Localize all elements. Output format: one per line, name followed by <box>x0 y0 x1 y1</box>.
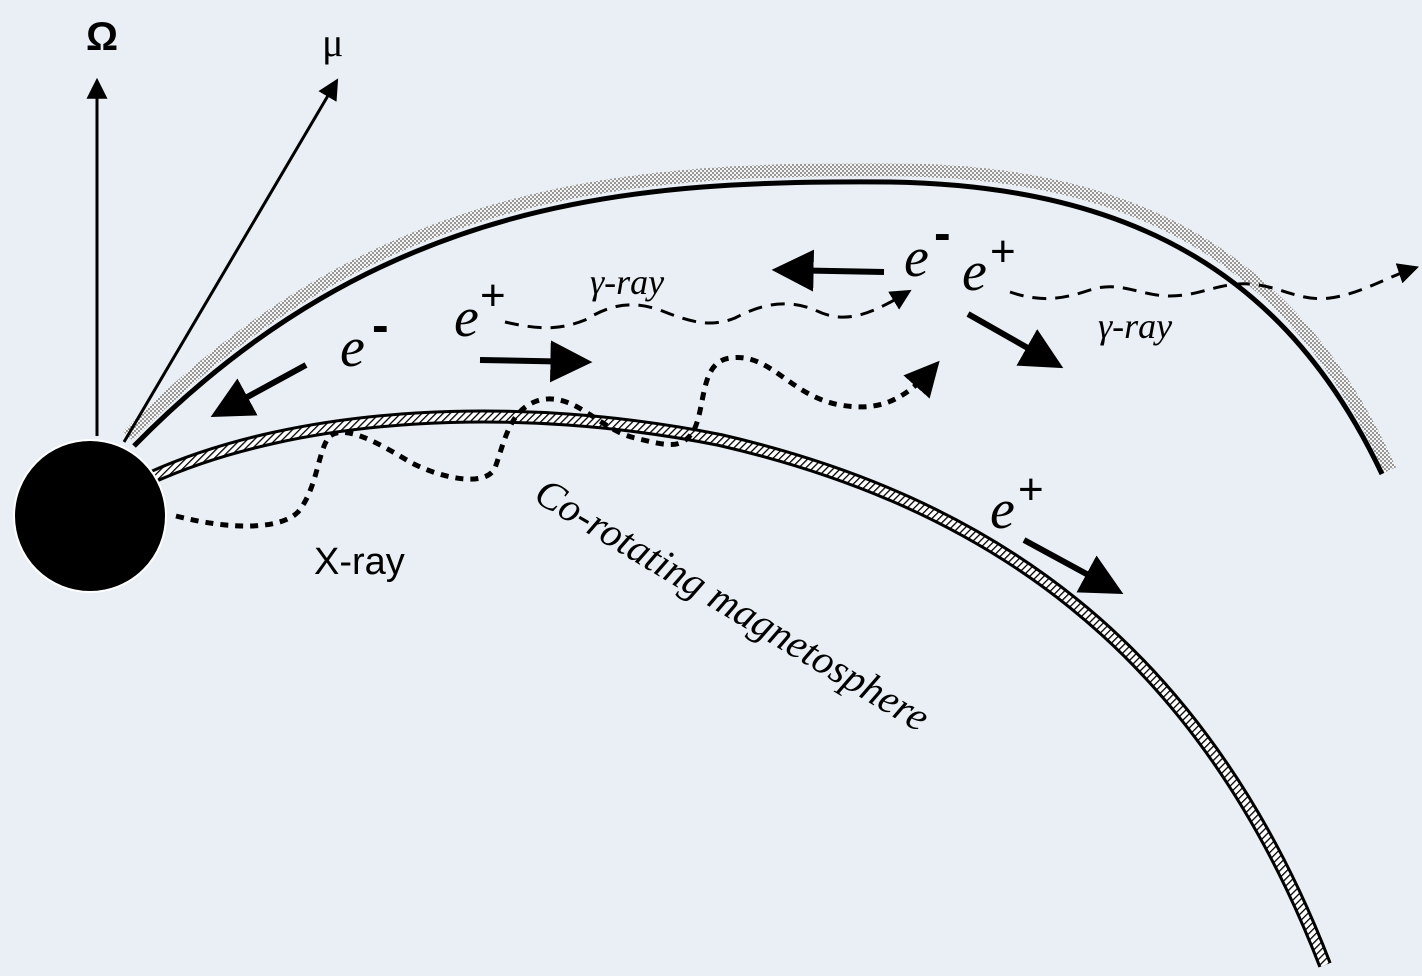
magnetic-axis-arrow <box>124 82 336 442</box>
pair-electron-inward-arrow <box>780 270 884 272</box>
pair-electron-label: e - <box>904 205 951 289</box>
electron-inward-label: e - <box>340 297 389 379</box>
neutron-star <box>14 440 166 592</box>
corotating-boundary-band <box>150 416 1325 965</box>
magnetosphere-label: Co-rotating magnetosphere <box>527 468 938 740</box>
rotation-axis-label: Ω <box>86 15 118 59</box>
pair-positron-sign: + <box>990 227 1016 276</box>
magnetic-axis-label: μ <box>322 20 343 65</box>
outer-positron-label: e + <box>990 465 1044 541</box>
electron-sign: - <box>372 297 389 353</box>
pair-positron-symbol: e <box>962 241 987 303</box>
gamma-ray-label-1: γ-ray <box>590 262 664 302</box>
gamma-ray-path-1 <box>505 292 908 328</box>
positron-left-label: e + <box>454 271 506 349</box>
pair-electron-sign: - <box>934 205 951 261</box>
electron-inward-arrow <box>218 365 306 413</box>
gamma-ray-label-2: γ-ray <box>1098 306 1172 346</box>
electron-symbol: e <box>340 317 365 379</box>
pair-positron-outward-arrow <box>968 314 1056 364</box>
outer-positron-sign: + <box>1018 465 1044 514</box>
positron-symbol: e <box>454 287 479 349</box>
pair-electron-symbol: e <box>904 227 929 289</box>
xray-label: X-ray <box>314 541 405 583</box>
positron-sign: + <box>480 271 506 320</box>
corotating-boundary-edge <box>150 416 1325 965</box>
positron-outward-arrow <box>480 360 584 362</box>
outer-positron-symbol: e <box>990 479 1015 541</box>
pair-positron-label: e + <box>962 227 1016 303</box>
gamma-ray-path-2 <box>1010 268 1415 299</box>
